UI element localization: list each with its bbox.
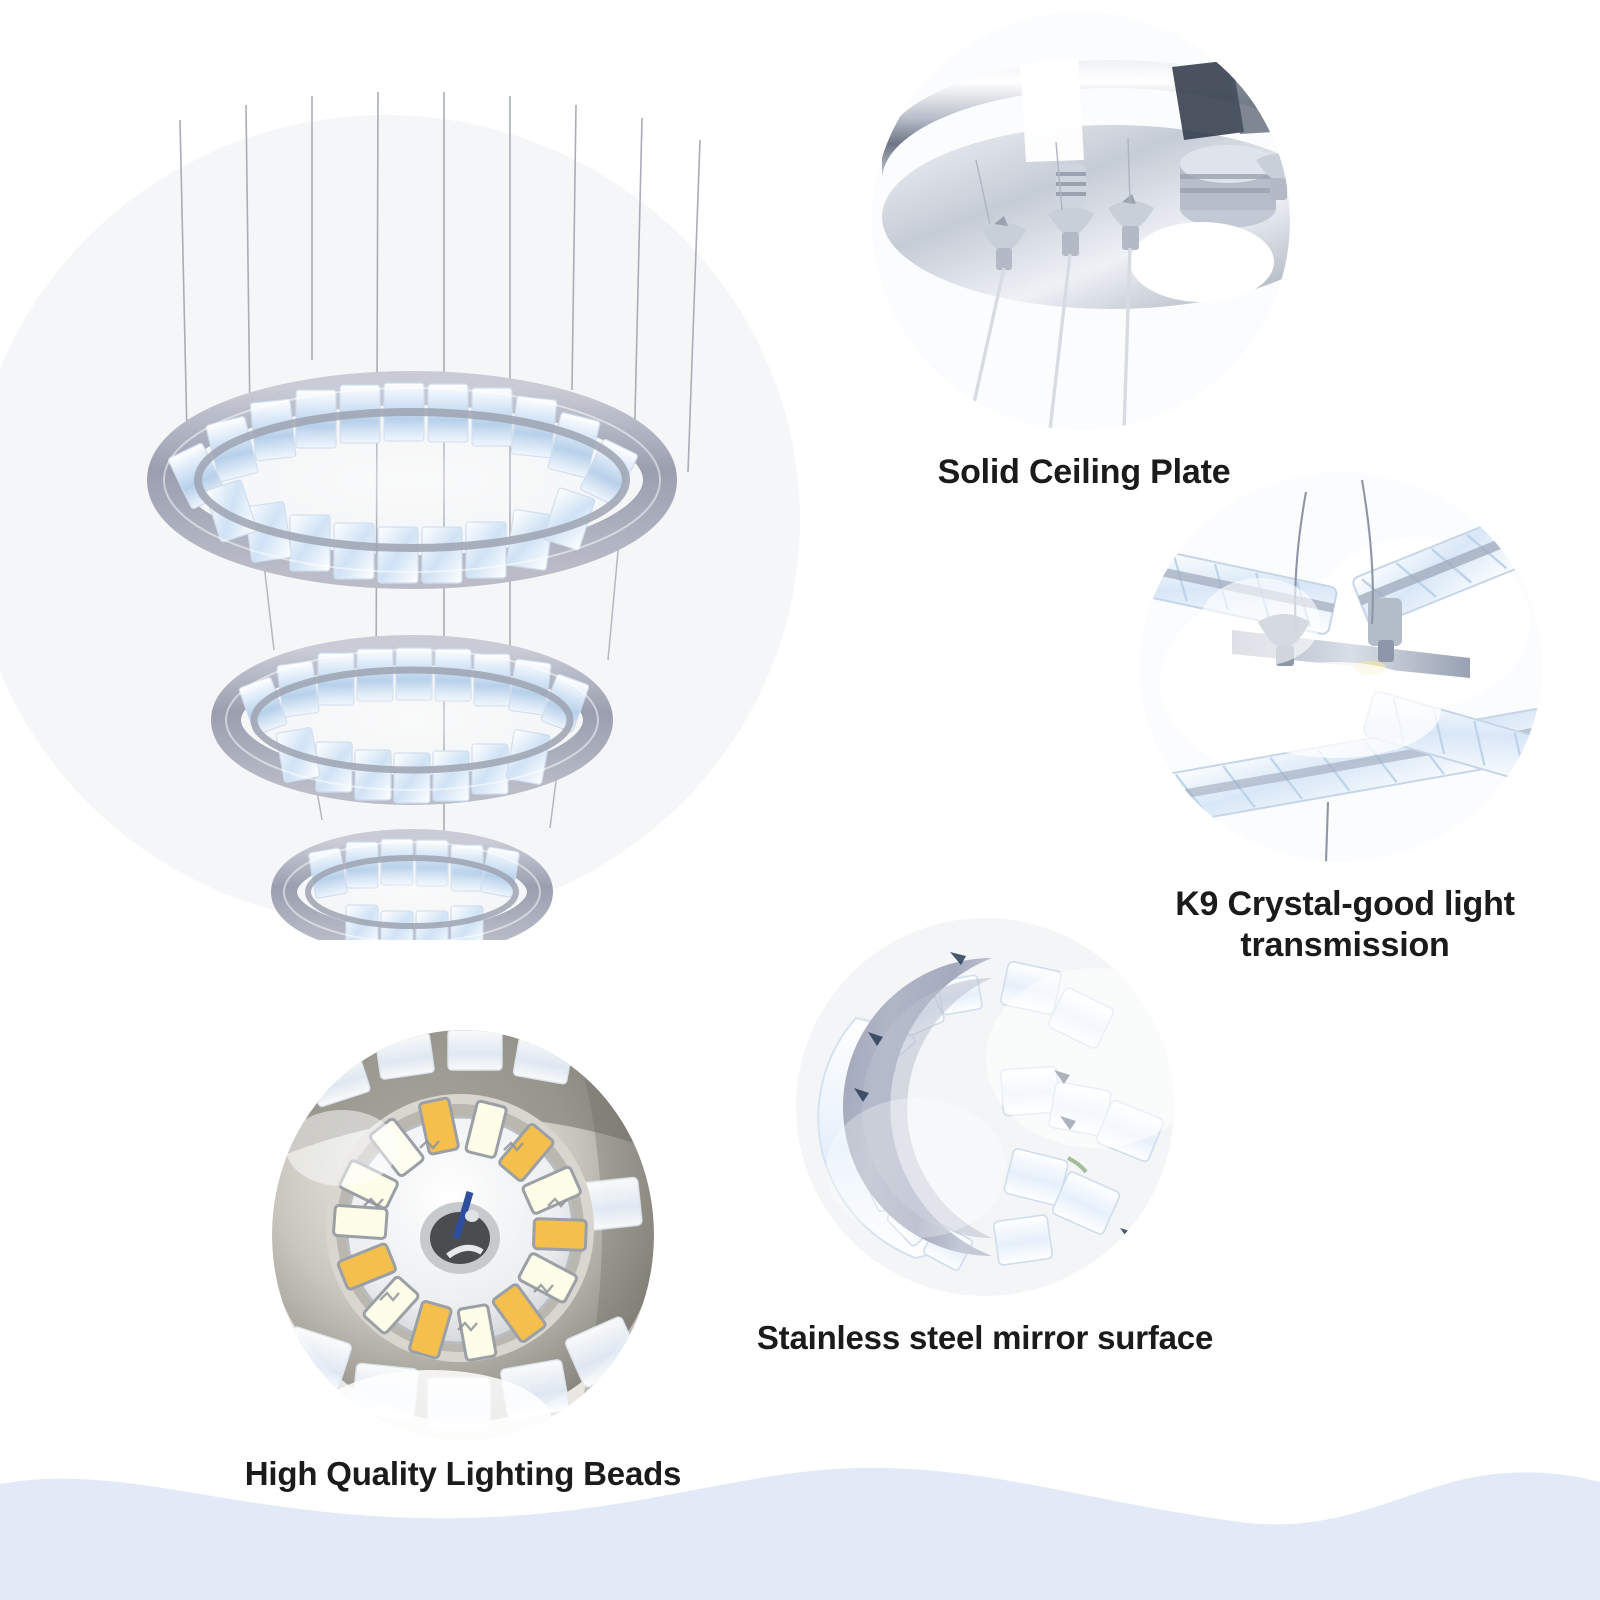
ceiling-plate-photo bbox=[872, 12, 1290, 430]
cable-grip bbox=[1048, 164, 1094, 256]
detail-card-k9-crystal: K9 Crystal-good light transmission bbox=[1140, 472, 1550, 967]
k9-crystal-photo bbox=[1140, 472, 1542, 862]
caption-line-2: transmission bbox=[1240, 926, 1450, 965]
caption-line-1: K9 Crystal-good light bbox=[1175, 885, 1515, 923]
cable-grip bbox=[982, 216, 1026, 270]
crystal-ring-large bbox=[147, 371, 677, 589]
bottom-wave-decoration bbox=[0, 1440, 1600, 1600]
detail-card-lighting-beads: High Quality Lighting Beads bbox=[245, 1030, 681, 1494]
cable-grip bbox=[1108, 194, 1154, 250]
detail-caption-lighting-beads: High Quality Lighting Beads bbox=[244, 1455, 682, 1492]
crystal-ring-medium bbox=[211, 635, 613, 805]
led-beads-photo bbox=[272, 1030, 654, 1440]
hero-product-image bbox=[60, 60, 780, 940]
blue-wire bbox=[452, 1191, 474, 1240]
stainless-steel-photo bbox=[796, 918, 1174, 1296]
detail-caption-stainless-steel: Stainless steel mirror surface bbox=[756, 1319, 1214, 1356]
detail-card-ceiling-plate: Solid Ceiling Plate bbox=[872, 12, 1296, 493]
detail-caption-ceiling-plate: Solid Ceiling Plate bbox=[937, 453, 1231, 491]
detail-caption-k9-crystal: K9 Crystal-good light transmission bbox=[1140, 884, 1550, 967]
cable-grip bbox=[1256, 153, 1290, 200]
detail-card-stainless-steel: Stainless steel mirror surface bbox=[757, 918, 1213, 1358]
crystal-ring-small bbox=[271, 829, 553, 940]
